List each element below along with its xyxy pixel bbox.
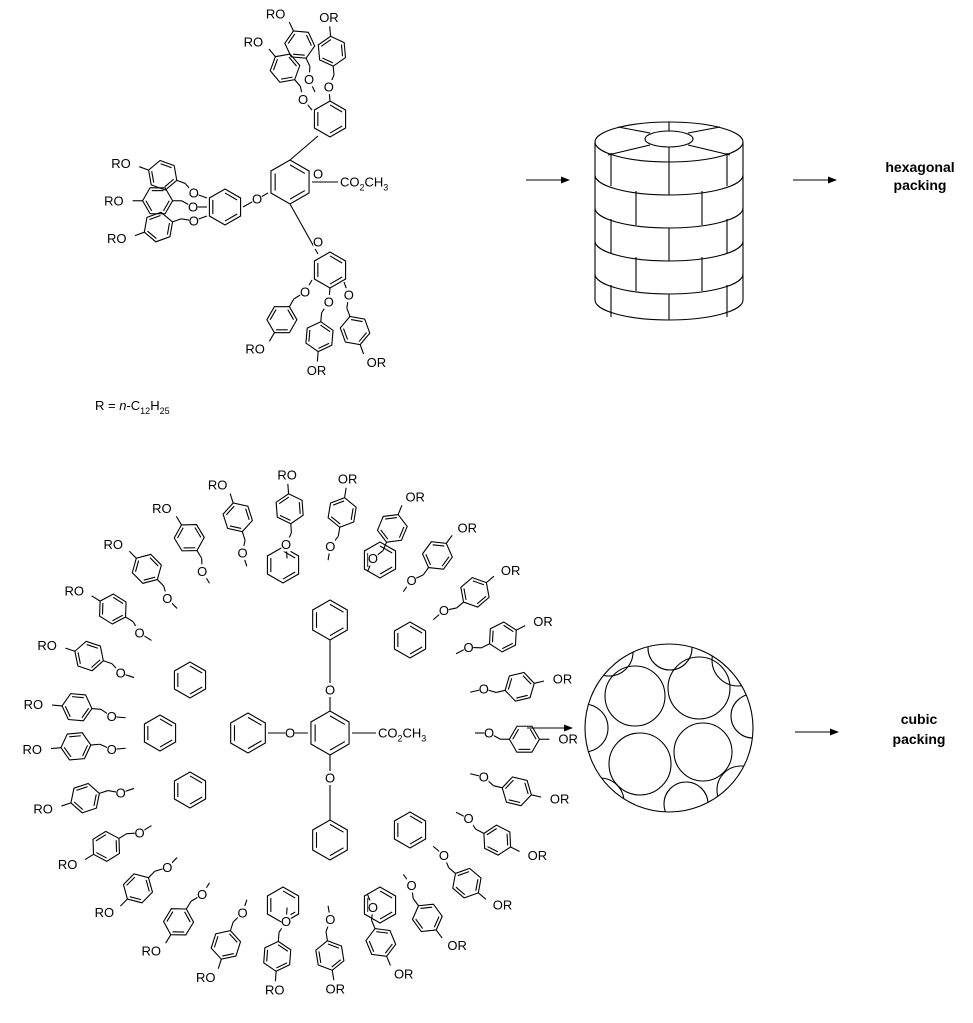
svg-text:OR: OR [533,614,553,629]
cubic-packing-label-line2: packing [893,731,946,747]
svg-text:O: O [285,726,295,741]
svg-text:O: O [406,573,416,588]
svg-text:O: O [439,603,449,618]
svg-text:CO2CH3: CO2CH3 [340,175,388,193]
svg-text:OR: OR [338,471,358,486]
spherical-micelle-diagram [584,643,754,813]
svg-text:O: O [325,539,335,554]
svg-text:RO: RO [208,477,228,492]
svg-text:OR: OR [447,938,467,953]
svg-text:OR: OR [553,671,573,686]
svg-text:O: O [189,213,199,228]
svg-text:O: O [135,825,145,840]
svg-text:O: O [298,92,308,107]
svg-text:O: O [189,186,199,201]
r-group-definition: R = n-C12H25 [95,398,170,416]
svg-text:O: O [237,906,247,921]
svg-text:O: O [162,591,172,606]
svg-text:O: O [324,294,334,309]
svg-text:RO: RO [107,231,127,246]
svg-text:O: O [479,769,489,784]
svg-text:O: O [325,771,335,786]
svg-text:O: O [484,726,494,741]
svg-text:O: O [107,709,117,724]
svg-text:O: O [313,235,323,250]
arrow-to-cubic-packing [795,728,839,736]
svg-text:O: O [368,900,378,915]
hexagonal-packing-label-line2: packing [894,177,947,193]
svg-text:RO: RO [58,857,78,872]
svg-text:OR: OR [326,982,346,997]
svg-text:O: O [313,167,323,182]
svg-text:RO: RO [244,35,264,50]
svg-text:O: O [281,537,291,552]
svg-text:RO: RO [24,697,44,712]
arrow-to-hexagonal-packing [793,176,837,184]
svg-text:O: O [300,285,310,300]
svg-text:OR: OR [457,521,477,536]
cubic-packing-label: cubic [901,711,938,727]
svg-text:RO: RO [277,467,297,482]
svg-text:RO: RO [245,342,265,357]
svg-text:RO: RO [37,638,57,653]
columnar-cylinder-diagram [594,121,744,321]
svg-text:RO: RO [104,193,124,208]
svg-text:RO: RO [265,983,285,998]
svg-text:RO: RO [33,801,53,816]
svg-text:O: O [479,682,489,697]
svg-text:O: O [406,878,416,893]
svg-text:O: O [325,683,335,698]
arrow-to-sphere [527,724,573,732]
svg-text:O: O [252,192,262,207]
svg-text:RO: RO [95,905,115,920]
svg-text:O: O [197,564,207,579]
svg-text:OR: OR [319,10,339,25]
svg-text:O: O [439,848,449,863]
svg-text:OR: OR [550,792,570,807]
svg-text:O: O [197,887,207,902]
svg-text:O: O [344,288,354,303]
svg-text:RO: RO [152,501,172,516]
svg-text:O: O [304,72,314,87]
svg-text:O: O [463,811,473,826]
svg-text:OR: OR [307,363,327,378]
svg-text:OR: OR [367,355,387,370]
svg-text:OR: OR [405,489,425,504]
svg-text:O: O [116,666,126,681]
svg-text:O: O [237,545,247,560]
svg-text:RO: RO [266,6,286,21]
svg-text:RO: RO [23,742,43,757]
svg-text:O: O [188,200,198,215]
svg-text:CO2CH3: CO2CH3 [378,726,426,744]
svg-text:RO: RO [64,584,84,599]
svg-text:O: O [162,860,172,875]
svg-text:OR: OR [501,563,521,578]
svg-text:O: O [463,640,473,655]
svg-text:O: O [325,912,335,927]
svg-text:RO: RO [111,156,131,171]
svg-text:RO: RO [141,943,161,958]
svg-text:O: O [324,80,334,95]
svg-text:RO: RO [103,537,123,552]
svg-text:OR: OR [394,966,414,981]
svg-text:RO: RO [196,970,216,985]
svg-text:OR: OR [493,898,512,913]
svg-text:O: O [281,914,291,929]
svg-text:OR: OR [558,732,578,747]
svg-text:O: O [368,551,378,566]
hexagonal-packing-label: hexagonal [885,159,954,175]
svg-text:O: O [107,742,117,757]
svg-text:O: O [135,626,145,641]
svg-text:O: O [116,785,126,800]
svg-text:OR: OR [528,848,548,863]
arrow-to-cylinder [526,176,570,184]
